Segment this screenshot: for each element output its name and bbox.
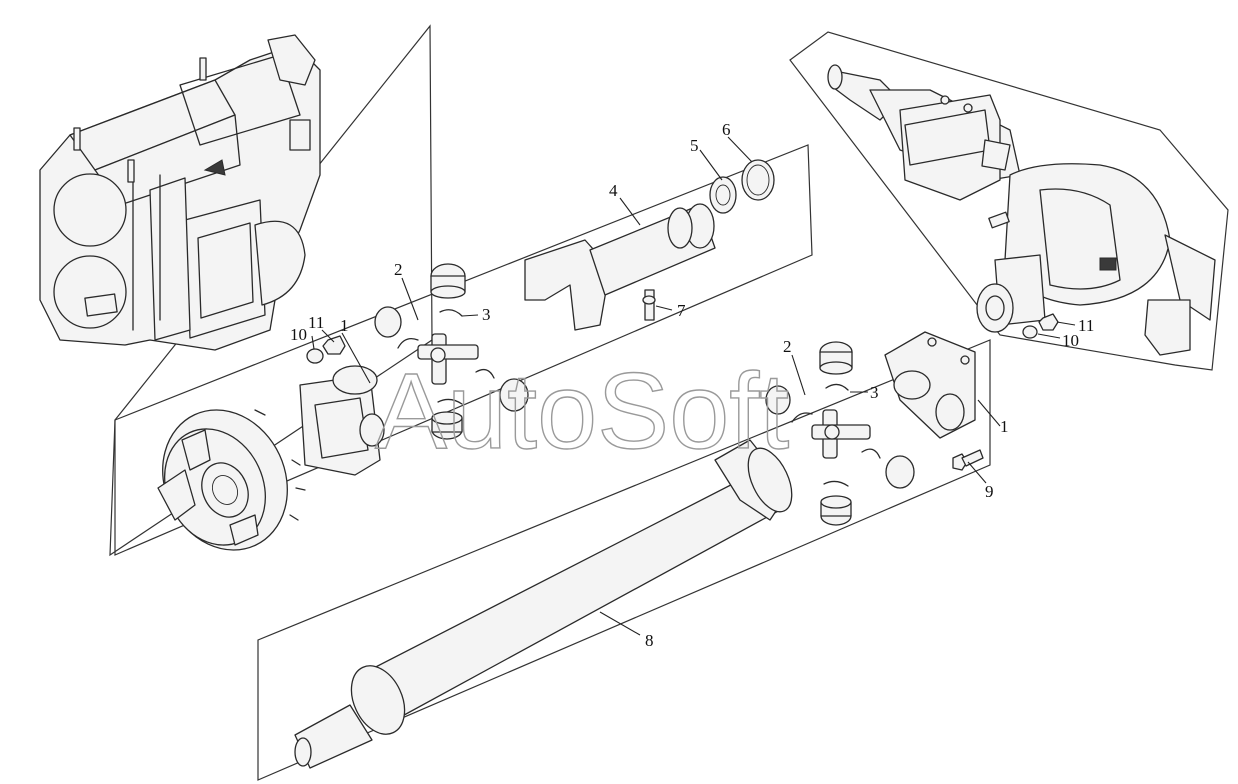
seal-rings bbox=[709, 159, 775, 214]
callout-2-left: 2 bbox=[394, 260, 403, 279]
callout-8: 8 bbox=[645, 631, 654, 650]
flange-yoke-left bbox=[299, 365, 385, 476]
callout-11-right: 11 bbox=[1078, 316, 1094, 335]
universal-joint-left bbox=[374, 263, 529, 440]
callout-10-right: 10 bbox=[1062, 331, 1079, 350]
leader-lines bbox=[311, 136, 1076, 636]
transfer-case bbox=[39, 34, 321, 351]
callout-6: 6 bbox=[722, 120, 731, 139]
callout-11-left: 11 bbox=[308, 313, 324, 332]
main-propeller-shaft bbox=[294, 439, 793, 769]
callout-3-left: 3 bbox=[482, 305, 491, 324]
front-shaft-panel bbox=[114, 144, 813, 556]
callout-10-left: 10 bbox=[290, 325, 307, 344]
nut-washer-left bbox=[306, 335, 346, 364]
callout-2-right: 2 bbox=[783, 337, 792, 356]
nut-washer-right bbox=[1022, 313, 1059, 339]
slip-yoke-shaft bbox=[524, 203, 716, 331]
callout-3-right: 3 bbox=[870, 383, 879, 402]
callout-7: 7 bbox=[677, 301, 686, 320]
callout-5: 5 bbox=[690, 136, 699, 155]
bolt-9 bbox=[952, 449, 984, 471]
watermark: AutoSoft bbox=[375, 350, 789, 471]
rear-axle bbox=[827, 64, 1216, 356]
callout-1-right: 1 bbox=[1000, 417, 1009, 436]
main-shaft-panel bbox=[257, 339, 991, 781]
axle-panel bbox=[789, 31, 1229, 371]
universal-joint-right bbox=[765, 341, 915, 526]
callout-labels: 1 2 3 4 5 6 7 8 9 10 11 1 2 3 10 11 bbox=[290, 120, 1094, 650]
callout-1-left: 1 bbox=[340, 316, 349, 335]
callout-4: 4 bbox=[609, 181, 618, 200]
companion-flange-left bbox=[157, 409, 306, 551]
flange-yoke-right bbox=[884, 331, 976, 439]
callout-9: 9 bbox=[985, 482, 994, 501]
